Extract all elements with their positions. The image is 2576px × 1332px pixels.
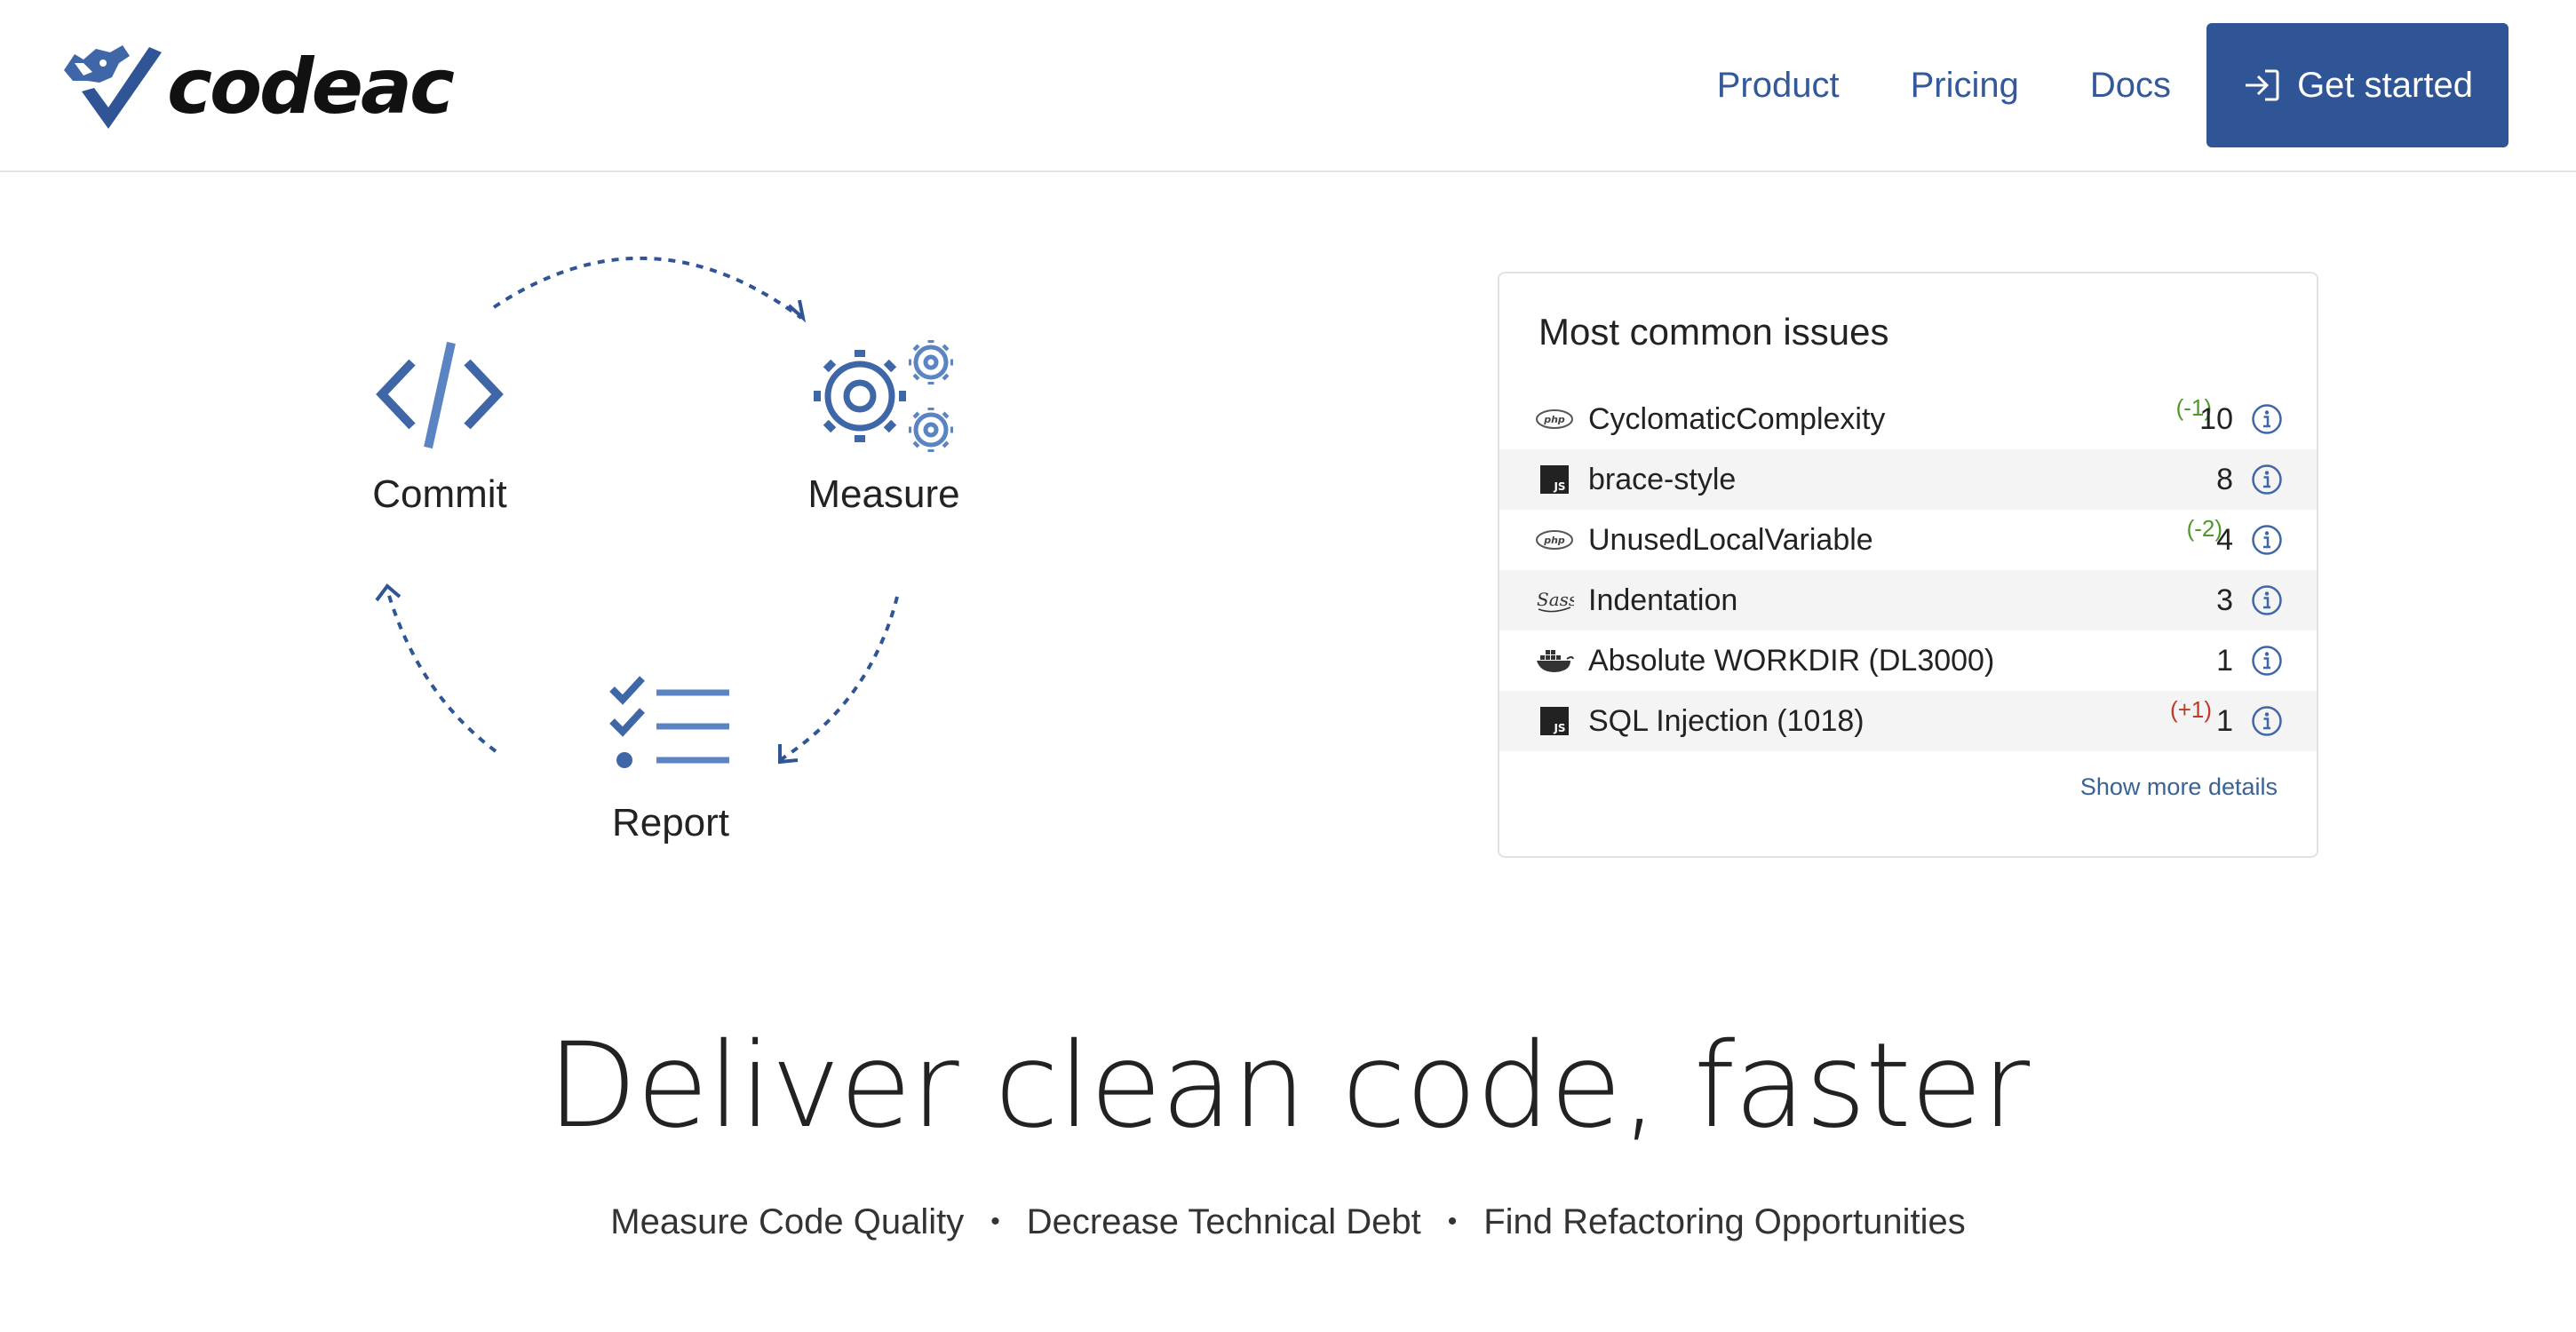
feature-measure-quality: Measure Code Quality [610, 1202, 965, 1241]
issue-row[interactable]: php UnusedLocalVariable (-2) 4 [1499, 510, 2317, 570]
issue-name: CyclomaticComplexity [1588, 401, 1886, 436]
issue-name: Absolute WORKDIR (DL3000) [1588, 643, 1995, 678]
most-common-issues-card: Most common issues php CyclomaticComplex… [1498, 272, 2318, 858]
info-icon[interactable] [2251, 464, 2283, 496]
code-icon [376, 341, 504, 449]
brand-wordmark: codeac [167, 43, 455, 131]
hero-title: Deliver clean code, faster [546, 1018, 2030, 1154]
issue-row[interactable]: JS SQL Injection (1018) (+1) 1 [1499, 691, 2317, 751]
issue-list: php CyclomaticComplexity (-1) 10 JS brac… [1499, 389, 2317, 751]
hero-features: Measure Code Quality • Decrease Technical … [0, 1202, 2576, 1242]
info-icon[interactable] [2251, 584, 2283, 616]
issue-row[interactable]: Absolute WORKDIR (DL3000) 1 [1499, 630, 2317, 691]
feature-decrease-debt: Decrease Technical Debt [1026, 1202, 1421, 1241]
issue-count: 3 [2216, 583, 2233, 617]
cycle-arrows [375, 257, 899, 765]
step-label-report: Report [611, 801, 730, 844]
main-nav: Product Pricing Docs Get started [1717, 23, 2508, 147]
issue-name: Indentation [1588, 583, 1738, 617]
step-label-commit: Commit [372, 472, 507, 516]
sass-icon: Sass [1535, 583, 1574, 618]
issue-delta: (+1) [2170, 696, 2212, 723]
issue-row[interactable]: php CyclomaticComplexity (-1) 10 [1499, 389, 2317, 449]
get-started-label: Get started [2297, 65, 2473, 105]
step-commit: Commit [329, 337, 551, 517]
issue-count: 4 [2216, 522, 2233, 557]
sign-in-icon [2246, 69, 2279, 101]
svg-text:JS: JS [1553, 722, 1565, 734]
feature-refactoring: Find Refactoring Opportunities [1483, 1202, 1966, 1241]
issue-row[interactable]: JS brace-style 8 [1499, 449, 2317, 510]
issue-delta: (-1) [2175, 394, 2212, 421]
info-icon[interactable] [2251, 403, 2283, 435]
info-icon[interactable] [2251, 645, 2283, 677]
checklist-icon [609, 676, 729, 768]
docker-icon [1535, 643, 1574, 678]
issue-name: SQL Injection (1018) [1588, 703, 1864, 738]
bear-checkmark-icon [64, 45, 162, 129]
php-icon: php [1535, 522, 1574, 558]
nav-link-docs[interactable]: Docs [2089, 65, 2171, 105]
step-report: Report [560, 675, 782, 845]
svg-text:php: php [1543, 414, 1565, 425]
issue-count: 10 [2199, 401, 2233, 436]
card-title: Most common issues [1538, 311, 1889, 353]
arrow-measure-to-report [778, 596, 899, 762]
top-navbar: codeac Product Pricing Docs Get started [0, 0, 2576, 172]
show-more-details-link[interactable]: Show more details [2079, 773, 2278, 800]
info-icon[interactable] [2251, 705, 2283, 737]
issue-count: 1 [2216, 703, 2233, 738]
javascript-icon: JS [1535, 703, 1574, 739]
workflow-diagram: Commit [293, 240, 1030, 897]
svg-text:php: php [1543, 535, 1565, 546]
nav-link-product[interactable]: Product [1716, 65, 1840, 105]
svg-text:JS: JS [1553, 480, 1565, 493]
issue-delta: (-2) [2186, 515, 2222, 542]
codeac-logo[interactable]: codeac [57, 34, 455, 140]
arrow-report-to-commit [386, 589, 497, 753]
issue-name: brace-style [1588, 462, 1737, 496]
get-started-button[interactable]: Get started [2206, 23, 2508, 147]
svg-text:Sass: Sass [1537, 589, 1574, 610]
issue-name: UnusedLocalVariable [1588, 522, 1873, 557]
feature-separator: • [990, 1207, 1000, 1236]
nav-link-pricing[interactable]: Pricing [1910, 65, 2019, 105]
info-icon[interactable] [2251, 524, 2283, 556]
step-label-measure: Measure [807, 472, 960, 516]
php-icon: php [1535, 401, 1574, 437]
javascript-icon: JS [1535, 462, 1574, 497]
step-measure: Measure [777, 337, 990, 517]
issue-count: 1 [2216, 643, 2233, 678]
issue-count: 8 [2216, 462, 2233, 496]
feature-separator: • [1447, 1207, 1458, 1236]
arrow-commit-to-measure [492, 257, 803, 320]
issue-row[interactable]: Sass Indentation 3 [1499, 570, 2317, 630]
gears-icon [814, 340, 953, 452]
